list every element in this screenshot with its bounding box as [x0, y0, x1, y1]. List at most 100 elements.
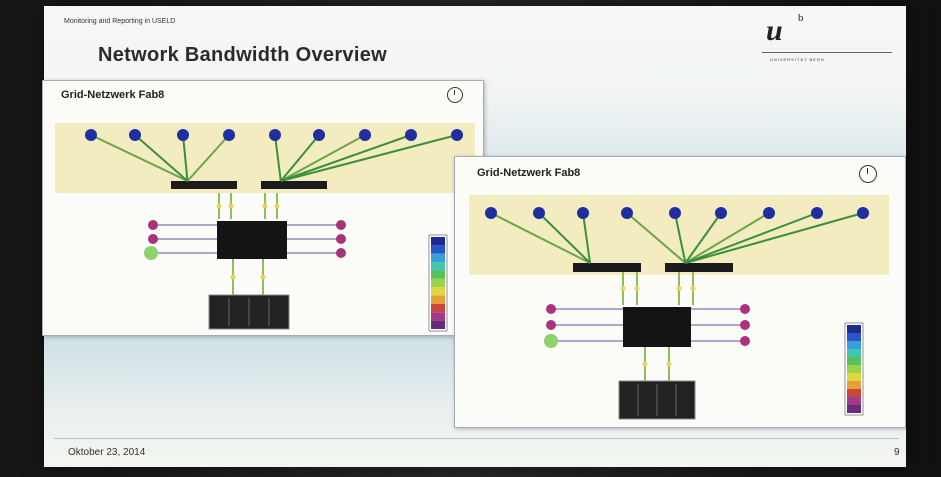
network-link	[186, 134, 230, 182]
network-diagram-panel-2: Grid-Netzwerk Fab8	[454, 156, 906, 428]
legend-swatch	[431, 278, 445, 288]
logo-letter: u	[766, 14, 783, 47]
network-link	[274, 134, 282, 182]
network-link	[280, 134, 412, 182]
network-link	[134, 134, 189, 182]
legend-swatch	[431, 320, 445, 329]
link-marker	[228, 203, 234, 209]
core-switch	[623, 307, 691, 347]
legend-swatch	[431, 287, 445, 296]
network-link	[490, 212, 591, 264]
port-node	[148, 234, 158, 244]
logo-divider	[762, 52, 892, 53]
legend-swatch	[847, 349, 861, 357]
network-link	[538, 212, 591, 264]
legend-swatch	[847, 357, 861, 365]
clock-icon	[859, 165, 877, 183]
network-node	[177, 129, 189, 141]
legend-swatch	[431, 245, 445, 254]
network-link	[685, 212, 818, 264]
network-node	[85, 129, 97, 141]
logo-text: UNIVERSITÄT BERN	[770, 57, 825, 62]
panel-title: Grid-Netzwerk Fab8	[61, 89, 165, 101]
network-link	[684, 212, 722, 264]
link-marker	[676, 286, 682, 291]
network-node	[811, 207, 823, 219]
switch-box	[665, 263, 733, 272]
network-diagram-panel-1: Grid-Netzwerk Fab8	[42, 80, 484, 336]
network-node	[485, 207, 497, 219]
link-marker	[620, 286, 626, 291]
port-node	[546, 304, 556, 314]
legend-swatch	[847, 341, 861, 349]
network-link	[582, 212, 591, 264]
port-node	[336, 220, 346, 230]
slide-header: Monitoring and Reporting in USELD	[64, 18, 176, 25]
legend-swatch	[431, 295, 445, 304]
network-link	[626, 212, 687, 264]
port-node	[148, 220, 158, 230]
network-node	[223, 129, 235, 141]
port-node	[544, 334, 558, 348]
switch-box	[573, 263, 641, 272]
network-node	[359, 129, 371, 141]
legend-swatch	[847, 373, 861, 381]
network-node	[715, 207, 727, 219]
logo-superscript: b	[798, 12, 804, 24]
network-link	[685, 212, 864, 264]
legend-swatch	[431, 237, 445, 246]
university-logo: u b UNIVERSITÄT BERN	[762, 12, 892, 72]
port-node	[740, 320, 750, 330]
switch-box	[171, 181, 237, 189]
network-node	[533, 207, 545, 219]
port-node	[546, 320, 556, 330]
port-node	[740, 304, 750, 314]
port-node	[336, 248, 346, 258]
link-marker	[230, 274, 236, 280]
network-node	[269, 129, 281, 141]
network-node	[313, 129, 325, 141]
link-marker	[216, 203, 222, 209]
presentation-slide: Monitoring and Reporting in USELD Networ…	[42, 6, 906, 467]
legend-swatch	[431, 270, 445, 279]
network-node	[577, 207, 589, 219]
port-node	[336, 234, 346, 244]
page-number: 9	[894, 447, 900, 458]
legend-swatch	[847, 397, 861, 405]
legend-swatch	[847, 405, 861, 413]
network-node	[621, 207, 633, 219]
link-marker	[260, 274, 266, 280]
link-marker	[642, 361, 648, 367]
network-node	[405, 129, 417, 141]
slide-date: Oktober 23, 2014	[68, 447, 146, 458]
link-marker	[274, 203, 280, 209]
network-link	[684, 212, 770, 264]
link-marker	[634, 286, 640, 291]
legend-swatch	[431, 312, 445, 321]
network-link	[280, 134, 458, 182]
legend-swatch	[847, 381, 861, 389]
legend-swatch	[847, 325, 861, 333]
network-link	[182, 134, 189, 182]
legend-swatch	[847, 333, 861, 341]
legend-swatch	[847, 389, 861, 397]
link-marker	[262, 203, 268, 209]
network-diagram	[55, 123, 475, 332]
port-node	[144, 246, 158, 260]
network-diagram	[469, 195, 889, 420]
link-marker	[666, 361, 672, 367]
link-marker	[690, 286, 696, 291]
panel-title: Grid-Netzwerk Fab8	[477, 167, 581, 179]
network-link	[90, 134, 188, 182]
network-node	[857, 207, 869, 219]
network-link	[280, 134, 366, 182]
legend-swatch	[431, 253, 445, 263]
switch-box	[261, 181, 327, 189]
network-node	[763, 207, 775, 219]
slide-title: Network Bandwidth Overview	[98, 44, 387, 66]
port-node	[740, 336, 750, 346]
network-link	[674, 212, 687, 264]
network-link	[280, 134, 320, 182]
core-switch	[217, 221, 287, 259]
clock-icon	[447, 87, 463, 103]
